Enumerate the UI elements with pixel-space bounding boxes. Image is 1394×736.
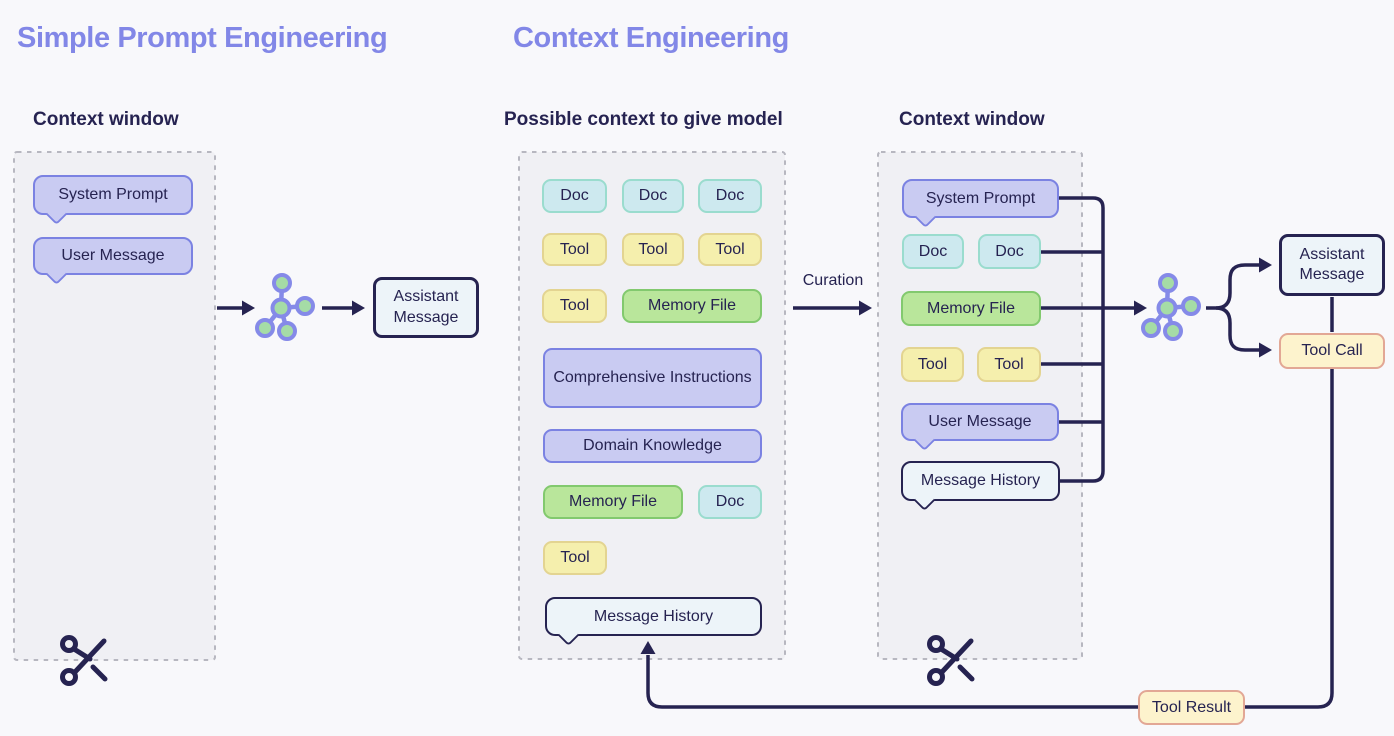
chip-doc: Doc xyxy=(978,234,1041,269)
chip-system-prompt: System Prompt xyxy=(902,179,1059,218)
chip-user-message: User Message xyxy=(33,237,193,275)
arrowhead xyxy=(1134,300,1147,316)
arrowhead xyxy=(1259,257,1272,273)
chip-tool: Tool xyxy=(901,347,964,382)
context-engineering-title: Context Engineering xyxy=(513,22,789,54)
tool-call-box: Tool Call xyxy=(1279,333,1385,369)
scissors-icon xyxy=(927,635,975,686)
chip-doc: Doc xyxy=(698,485,762,519)
chip-tool: Tool xyxy=(542,233,607,266)
chip-doc: Doc xyxy=(542,179,607,213)
chip-user-message: User Message xyxy=(901,403,1059,441)
tool-result-feedback-line xyxy=(646,369,1334,709)
neural-network-icon xyxy=(1141,273,1201,341)
left-context-window-label: Context window xyxy=(33,109,179,130)
chip-tool: Tool xyxy=(622,233,684,266)
right-context-window-label: Context window xyxy=(899,109,1045,130)
arrowhead xyxy=(352,300,365,316)
chip-memory-file: Memory File xyxy=(901,291,1041,326)
chip-tool: Tool xyxy=(542,289,607,323)
arrowhead xyxy=(640,641,656,654)
chip-comprehensive-instructions: Comprehensive Instructions xyxy=(543,348,762,408)
branch-to-tool-call xyxy=(1215,306,1259,352)
left-context-window-panel xyxy=(13,151,216,661)
arrowhead xyxy=(242,300,255,316)
chip-tool: Tool xyxy=(543,541,607,575)
chip-memory-file: Memory File xyxy=(543,485,683,519)
curation-label: Curation xyxy=(802,272,864,289)
chip-doc: Doc xyxy=(698,179,762,213)
arrowhead xyxy=(859,300,872,316)
possible-context-label: Possible context to give model xyxy=(504,109,783,130)
tool-result-box: Tool Result xyxy=(1138,690,1245,725)
assistant-message-box: Assistant Message xyxy=(1279,234,1385,296)
chip-doc: Doc xyxy=(902,234,964,269)
assistant-message-box: Assistant Message xyxy=(373,277,479,338)
chip-tool: Tool xyxy=(698,233,762,266)
chip-message-history: Message History xyxy=(901,461,1060,501)
context-bus-line xyxy=(1059,196,1105,483)
arrowhead xyxy=(1259,342,1272,358)
simple-prompt-engineering-title: Simple Prompt Engineering xyxy=(17,22,388,54)
chip-doc: Doc xyxy=(622,179,684,213)
chip-message-history: Message History xyxy=(545,597,762,636)
scissors-icon xyxy=(60,635,108,686)
neural-network-icon xyxy=(255,273,315,341)
chip-domain-knowledge: Domain Knowledge xyxy=(543,429,762,463)
chip-memory-file: Memory File xyxy=(622,289,762,323)
branch-to-assistant xyxy=(1215,263,1259,310)
chip-system-prompt: System Prompt xyxy=(33,175,193,215)
chip-tool: Tool xyxy=(977,347,1041,382)
